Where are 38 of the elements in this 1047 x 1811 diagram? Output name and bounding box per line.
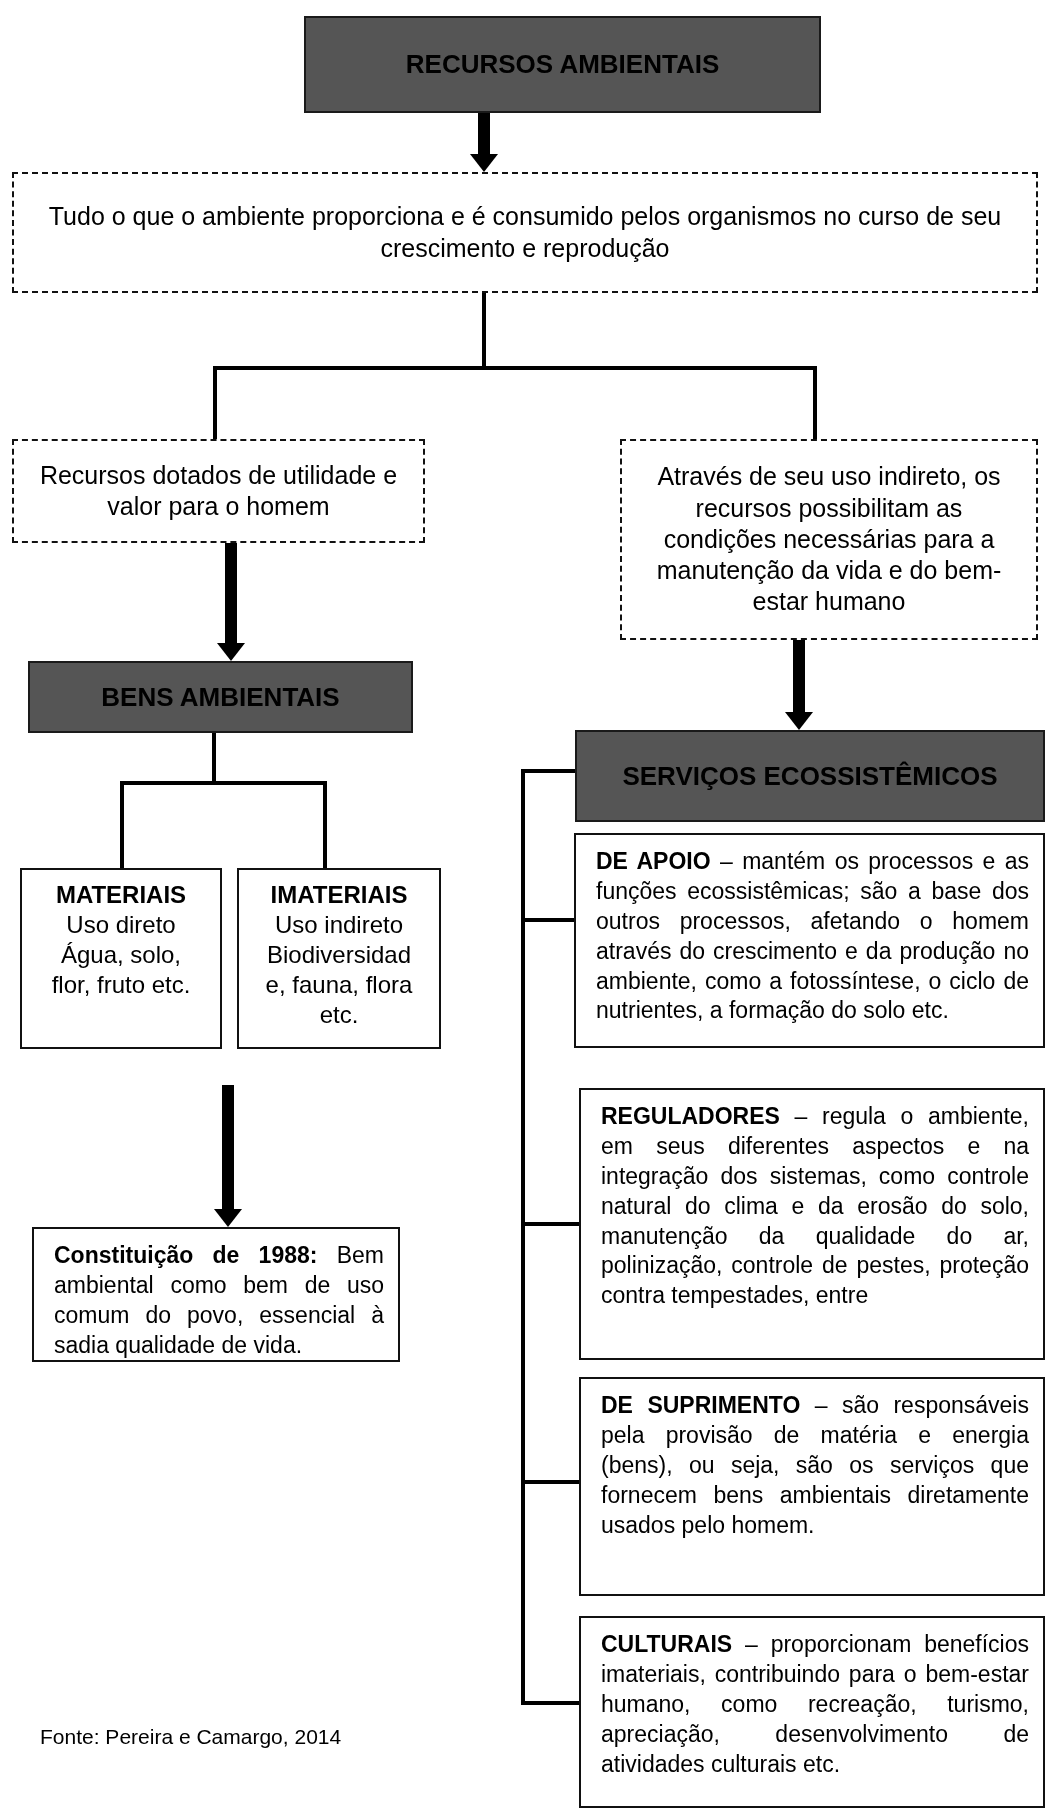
arrow (470, 113, 498, 172)
dashed-box (12, 172, 1038, 293)
connector-line (482, 293, 817, 439)
box-text: CULTURAIS – proporcionam benefícios imateriais, contribuindo para o bem-estar humano, como recreação, turismo, apreciação, desenvolvimento de atividades culturais etc. (601, 1630, 1029, 1779)
box-text: DE SUPRIMENTO – são responsáveis pela provisão de matéria e energia (bens), ou seja, são os serviços que fornecem bens ambientais diretamente usados pelo homem. (601, 1391, 1029, 1540)
box-title: SERVIÇOS ECOSSISTÊMICOS (622, 760, 998, 792)
box-text: Biodiversidad e, fauna, flora etc. (264, 940, 414, 1030)
box-text: REGULADORES – regula o ambiente, em seus diferentes aspectos e na integração dos sistemas, como controle natural do clima e da erosão do solo, manutenção da qualidade do ar, polinização, controle de pestes, proteção contra tempestades, entre (601, 1102, 1029, 1311)
arrow (214, 1085, 242, 1227)
box-heading: MATERIAIS (54, 880, 188, 910)
box-text: Recursos dotados de utilidade e valor para o homem (38, 459, 399, 522)
box-heading: IMATERIAIS (269, 880, 409, 910)
text-box (579, 1377, 1045, 1596)
text-box (579, 1616, 1045, 1808)
box-text: Através de seu uso indireto, os recursos possibilitam as condições necessárias para a manutenção da vida e do bem-estar humano (655, 461, 1003, 618)
text-box (237, 868, 441, 1049)
heading-box (575, 730, 1045, 822)
heading-box (304, 16, 821, 113)
text-box (574, 833, 1045, 1048)
box-text: Constituição de 1988: Bem ambiental como bem de uso comum do povo, essencial à sadia qualidade de vida. (54, 1241, 384, 1360)
heading-box (28, 661, 413, 733)
arrow (217, 543, 245, 661)
connector-line (212, 733, 327, 868)
text-box (20, 868, 222, 1049)
text-box (32, 1227, 400, 1362)
box-text: Tudo o que o ambiente proporciona e é consumido pelos organismos no curso de seu crescimento e reprodução (47, 201, 1003, 264)
source-note: Fonte: Pereira e Camargo, 2014 (40, 1725, 342, 1749)
connector-line (521, 769, 579, 1705)
box-title: BENS AMBIENTAIS (101, 681, 340, 713)
arrow (785, 640, 813, 730)
dashed-box (12, 439, 425, 543)
text-box (579, 1088, 1045, 1360)
dashed-box (620, 439, 1038, 640)
box-text: Água, solo, flor, fruto etc. (50, 940, 192, 1000)
box-title: RECURSOS AMBIENTAIS (405, 49, 720, 80)
box-text: Uso indireto (273, 910, 405, 940)
box-text: DE APOIO – mantém os processos e as funções ecossistêmicas; são a base dos outros processos, afetando o homem através do crescimento e da produção no ambiente, como a fotossíntese, o ciclo de nutrientes, a formação do solo etc. (596, 847, 1029, 1026)
box-text: Uso direto (65, 910, 177, 940)
